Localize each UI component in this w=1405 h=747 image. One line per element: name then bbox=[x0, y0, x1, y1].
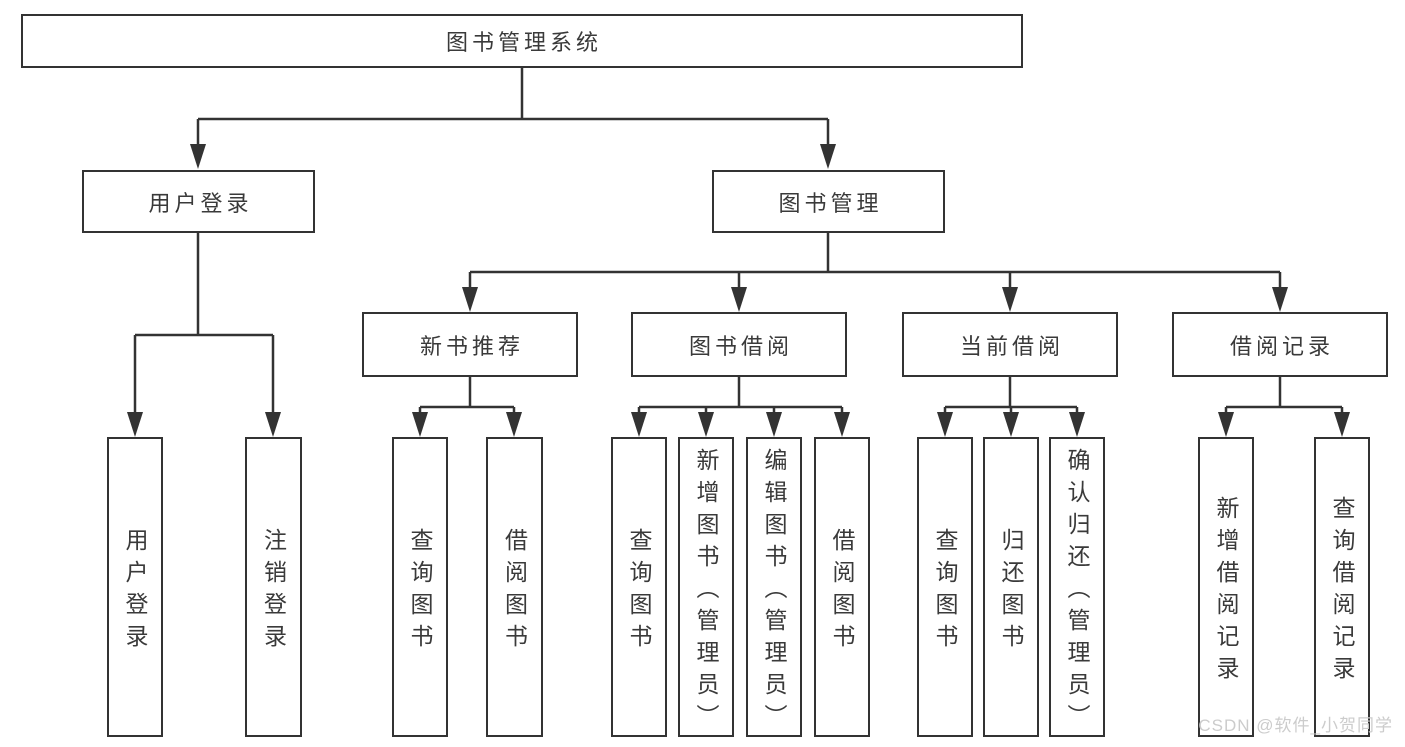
node-book-borrowing: 图书借阅 bbox=[631, 312, 847, 377]
leaf-edit-book-admin: 编辑图书（管理员） bbox=[746, 437, 802, 737]
connector-book-borrow-to-leaves bbox=[637, 377, 844, 425]
leaf-return-book: 归还图书 bbox=[983, 437, 1039, 737]
node-library-system: 图书管理系统 bbox=[21, 14, 1023, 68]
node-current-borrowing: 当前借阅 bbox=[902, 312, 1118, 377]
leaf-add-borrow-record: 新增借阅记录 bbox=[1198, 437, 1254, 737]
leaf-user-login: 用户登录 bbox=[107, 437, 163, 737]
node-book-management: 图书管理 bbox=[712, 170, 945, 233]
node-new-book-recommend: 新书推荐 bbox=[362, 312, 578, 377]
node-user-login: 用户登录 bbox=[82, 170, 315, 233]
connector-book-mgmt-to-level3 bbox=[468, 233, 1282, 300]
leaf-add-book-admin: 新增图书（管理员） bbox=[678, 437, 734, 737]
leaf-borrow-book-recommend: 借阅图书 bbox=[486, 437, 543, 737]
leaf-confirm-return-admin: 确认归还（管理员） bbox=[1049, 437, 1105, 737]
connector-root-to-level2 bbox=[196, 68, 830, 158]
leaf-search-book-current: 查询图书 bbox=[917, 437, 973, 737]
leaf-search-borrow-record: 查询借阅记录 bbox=[1314, 437, 1370, 737]
leaf-logout: 注销登录 bbox=[245, 437, 302, 737]
arrowheads bbox=[127, 144, 1350, 437]
connector-new-book-to-leaves bbox=[418, 377, 516, 425]
node-borrow-records: 借阅记录 bbox=[1172, 312, 1388, 377]
leaf-borrow-book-borrowing: 借阅图书 bbox=[814, 437, 870, 737]
leaf-search-book-borrowing: 查询图书 bbox=[611, 437, 667, 737]
leaf-search-book-recommend: 查询图书 bbox=[392, 437, 448, 737]
connector-borrow-records-to-leaves bbox=[1224, 377, 1344, 425]
connector-user-login-to-leaves bbox=[133, 233, 275, 425]
csdn-watermark: CSDN @软件_小贺同学 bbox=[1198, 716, 1393, 735]
